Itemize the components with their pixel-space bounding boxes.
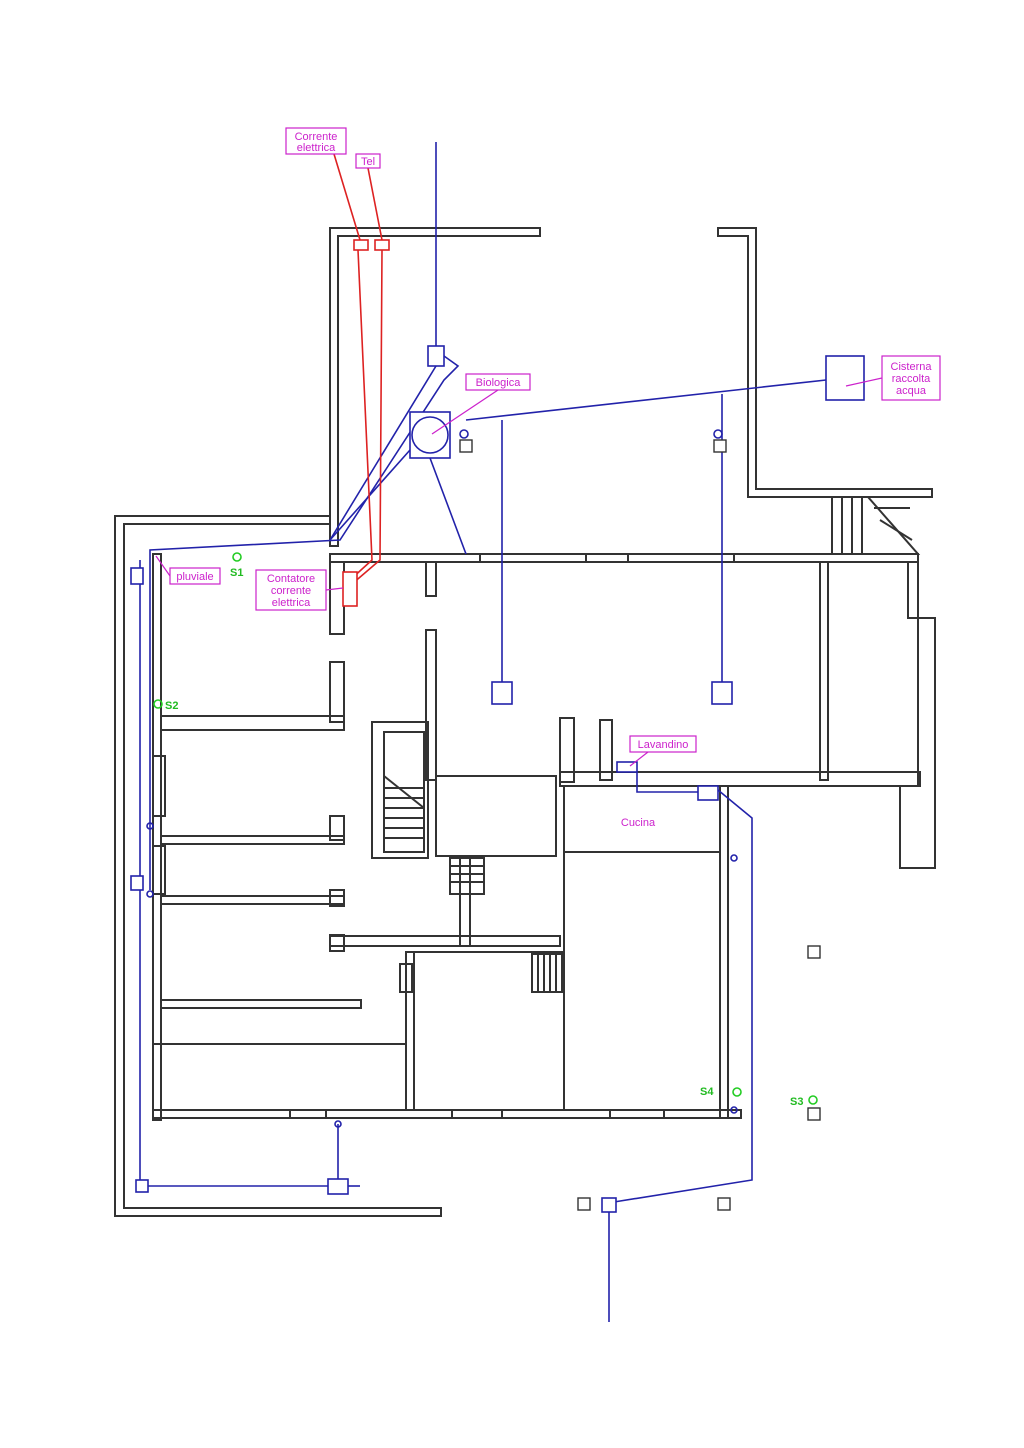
svg-text:Cisterna: Cisterna xyxy=(891,361,933,373)
label-cucina: Cucina xyxy=(621,817,656,829)
septic-tank-circle xyxy=(411,416,449,454)
stair-center xyxy=(449,857,485,895)
label-tel: Tel xyxy=(355,153,381,169)
pit-small-2 xyxy=(713,439,727,453)
svg-text:acqua: acqua xyxy=(896,385,927,397)
label-lavandino: Lavandino xyxy=(629,735,697,767)
svg-text:elettrica: elettrica xyxy=(297,142,336,154)
pit-small-1 xyxy=(459,439,473,453)
label-cisterna: Cisterna raccolta acqua xyxy=(845,355,941,401)
drain-box-left xyxy=(130,875,144,891)
svg-text:Corrente: Corrente xyxy=(295,131,338,143)
drain-box-bottom xyxy=(327,1178,349,1195)
svg-text:Biologica: Biologica xyxy=(476,377,522,389)
svg-text:Contatore: Contatore xyxy=(267,573,315,585)
main-outlet-box xyxy=(601,1197,617,1213)
annotations: Corrente elettrica Tel Biologica Cistern… xyxy=(155,127,941,829)
sensor-s2-label: S2 xyxy=(165,700,178,712)
cistern-box xyxy=(825,355,865,401)
sensors: S1 S2 S3 S4 xyxy=(153,552,818,1108)
label-contatore: Contatore corrente elettrica xyxy=(255,569,344,611)
drain-box-1 xyxy=(491,681,513,705)
sensor-s3-dot xyxy=(808,1095,818,1105)
drain-box-2 xyxy=(711,681,733,705)
svg-text:corrente: corrente xyxy=(271,585,311,597)
stair-left xyxy=(383,731,425,853)
electric-lines xyxy=(333,153,390,607)
svg-text:Lavandino: Lavandino xyxy=(638,739,689,751)
svg-text:raccolta: raccolta xyxy=(892,373,931,385)
stair-outside xyxy=(831,496,921,555)
sensor-s4-label: S4 xyxy=(700,1086,714,1098)
septic-box xyxy=(409,411,451,459)
sensor-s2-dot xyxy=(153,699,163,709)
meter-box xyxy=(342,571,358,607)
label-pluviale: pluviale xyxy=(155,555,221,585)
sensor-s3-label: S3 xyxy=(790,1096,803,1108)
electric-box-1 xyxy=(353,239,369,251)
electric-box-2 xyxy=(374,239,390,251)
svg-text:Tel: Tel xyxy=(361,156,375,168)
sensor-s1-label: S1 xyxy=(230,567,243,579)
water-lines xyxy=(130,142,865,1322)
pluviale-box xyxy=(130,567,144,585)
sensor-s4-dot xyxy=(732,1087,742,1097)
stair-lower xyxy=(531,953,563,993)
svg-text:pluviale: pluviale xyxy=(176,571,213,583)
sensor-s1-dot xyxy=(232,552,242,562)
walls xyxy=(114,227,936,1217)
label-biologica: Biologica xyxy=(431,373,531,435)
pipe-manhole xyxy=(427,345,445,367)
svg-text:elettrica: elettrica xyxy=(272,597,311,609)
label-corrente-elettrica: Corrente elettrica xyxy=(285,127,347,155)
lavandino-box xyxy=(616,761,638,773)
